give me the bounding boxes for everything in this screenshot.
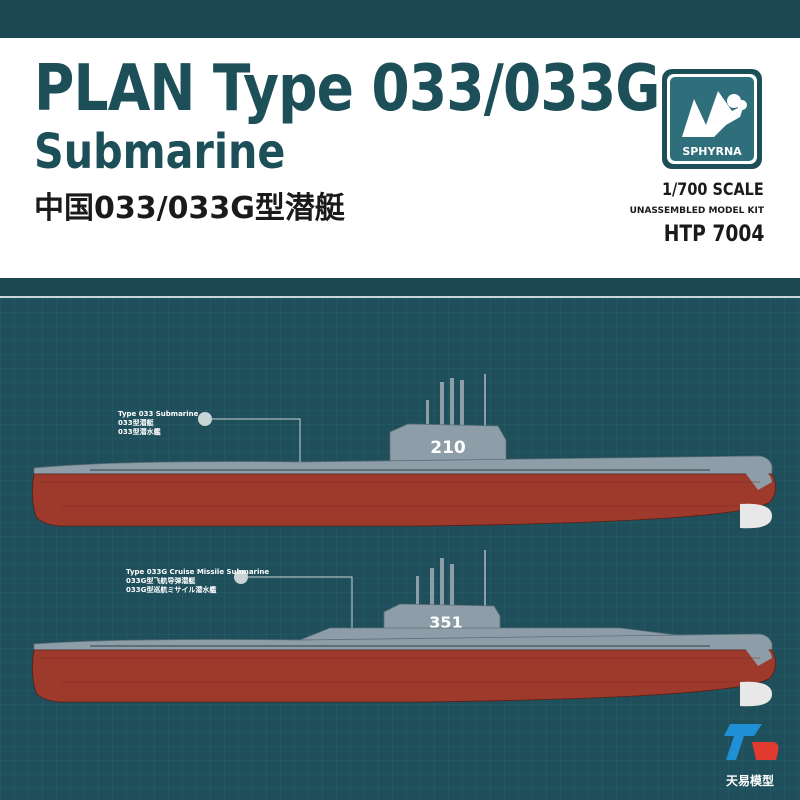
submarine1-label: Type 033 Submarine 033型潜艇 033型潜水艦 bbox=[118, 410, 199, 436]
title-chinese: 中国033/033G型潜艇 bbox=[34, 191, 345, 226]
watermark-text: 天易模型 bbox=[726, 774, 775, 788]
blueprint-grid bbox=[0, 298, 800, 800]
scale-label: 1/700 SCALE bbox=[662, 180, 764, 200]
watermark-logo bbox=[724, 724, 779, 760]
title-line2: Submarine bbox=[34, 124, 286, 180]
hull-number: 210 bbox=[430, 438, 466, 458]
product-code: HTP 7004 bbox=[663, 222, 764, 247]
brand-name: SPHYRNA bbox=[682, 145, 742, 158]
title-line1: PLAN Type 033/033G bbox=[34, 52, 660, 126]
sphyrna-logo: SPHYRNA bbox=[662, 69, 762, 169]
separator-line bbox=[0, 296, 800, 298]
hull-number: 351 bbox=[429, 613, 462, 632]
shark-icon bbox=[682, 91, 744, 137]
submarine-type033: 210 bbox=[32, 374, 776, 529]
submarine2-label: Type 033G Cruise Missile Submarine 033G型… bbox=[126, 568, 270, 594]
top-band bbox=[0, 0, 800, 38]
separator-band bbox=[0, 278, 800, 296]
kit-type-label: UNASSEMBLED MODEL KIT bbox=[629, 206, 764, 216]
submarine-type033g: 351 bbox=[32, 550, 776, 707]
